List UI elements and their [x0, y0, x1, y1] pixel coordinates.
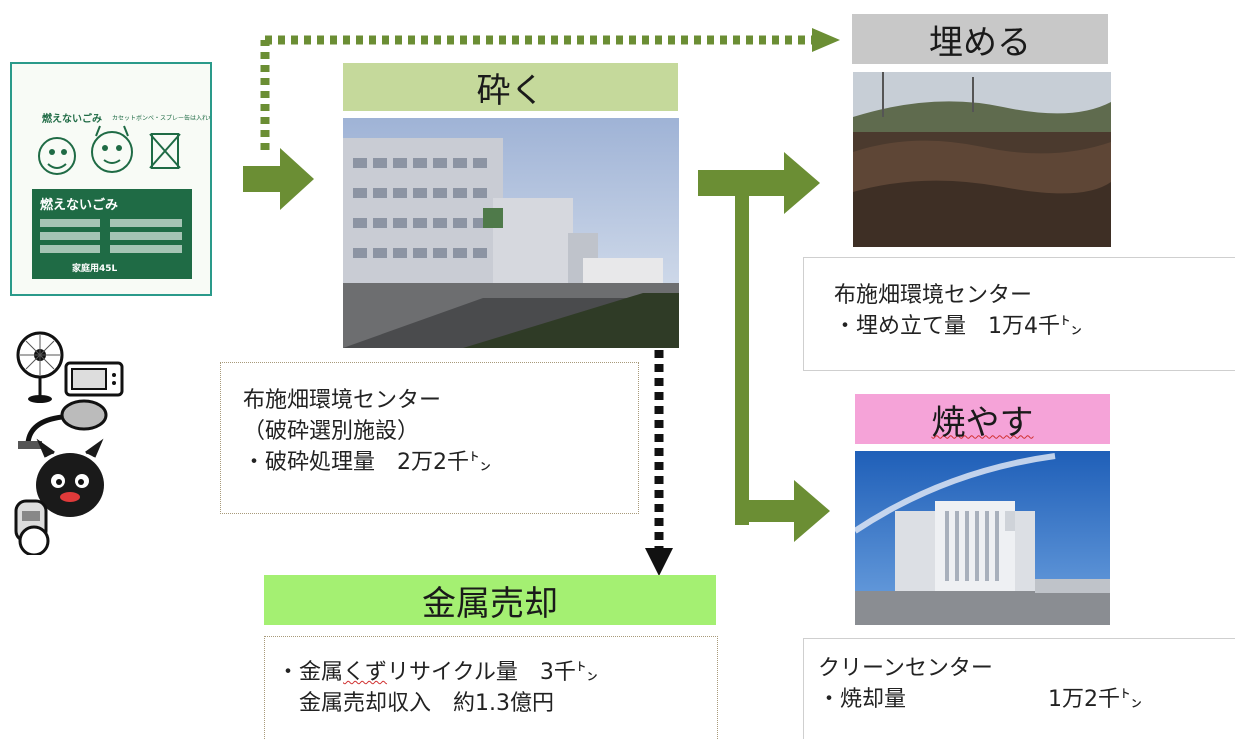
header-crush-label: 砕く [476, 70, 545, 111]
microwave-icon [64, 361, 124, 397]
fan-icon [16, 331, 64, 403]
garbage-bag-illustration: 燃えないごみ カセットボンベ・スプレー缶は入れないで! 燃えないごみ 家庭用45… [32, 112, 228, 279]
fuse-landfill-line-2: ・埋め立て量 1万4千㌧ [834, 314, 1082, 339]
fuse-crush-line-2: （破砕選別施設） [243, 419, 420, 444]
fuse-crush-line-3: ・破砕処理量 2万2千㌧ [243, 450, 491, 475]
metal-info-box: ・金属くずリサイクル量 3千㌧ 金属売却収入 約1.3億円 [264, 636, 718, 739]
dotted-arrow-bag-to-landfill [260, 28, 840, 150]
arrow-bag-to-crush [243, 148, 314, 210]
fuse-crush-info-box: 布施畑環境センター （破砕選別施設） ・破砕処理量 2万2千㌧ [220, 362, 639, 514]
bag-title-small: 燃えないごみ [42, 112, 102, 125]
landfill-photo [853, 72, 1111, 247]
metal-line-2: 金属売却収入 約1.3億円 [299, 691, 554, 716]
header-burn-label: 焼やす [931, 402, 1034, 443]
metal-line-1: ・金属くずリサイクル量 3千㌧ [277, 657, 598, 688]
metal-line-1-prefix: ・金属 [277, 660, 344, 685]
header-burn: 焼やす [855, 394, 1110, 444]
header-metal: 金属売却 [264, 575, 716, 625]
garbage-bag-image: 燃えないごみ カセットボンベ・スプレー缶は入れないで! 燃えないごみ 家庭用45… [10, 62, 228, 296]
metal-line-1-rest: リサイクル量 3千㌧ [387, 660, 598, 685]
clean-center-photo [855, 451, 1110, 625]
arrow-crush-to-landfill [698, 152, 820, 214]
vacuum-cleaner-icon [18, 399, 108, 449]
bag-title-large: 燃えないごみ [40, 197, 118, 213]
fuse-landfill-line-1: 布施畑環境センター [834, 283, 1033, 308]
header-metal-label: 金属売却 [422, 583, 558, 624]
fuse-landfill-info-box: 布施畑環境センター ・埋め立て量 1万4千㌧ [803, 257, 1235, 371]
clean-center-info-box: クリーンセンター ・焼却量 1万2千㌧ [803, 638, 1235, 739]
header-landfill: 埋める [852, 14, 1108, 64]
bag-size-label: 家庭用45L [72, 262, 118, 274]
arrow-crush-to-burn [735, 195, 830, 542]
fuse-crush-line-1: 布施畑環境センター [243, 388, 442, 413]
header-crush: 砕く [343, 63, 678, 111]
clean-center-line-1: クリーンセンター [818, 656, 993, 681]
header-landfill-label: 埋める [929, 22, 1031, 63]
dotted-arrow-crush-to-metal [645, 350, 673, 576]
crushing-facility-photo [343, 118, 679, 348]
bag-warning-small: カセットボンベ・スプレー缶は入れないで! [112, 114, 210, 122]
clean-center-label-incineration: ・焼却量 [818, 687, 907, 712]
clean-center-value-incineration: 1万2千㌧ [1048, 687, 1142, 712]
metal-line-1-squiggle: くず [343, 660, 388, 685]
appliances-illustration [10, 325, 130, 557]
